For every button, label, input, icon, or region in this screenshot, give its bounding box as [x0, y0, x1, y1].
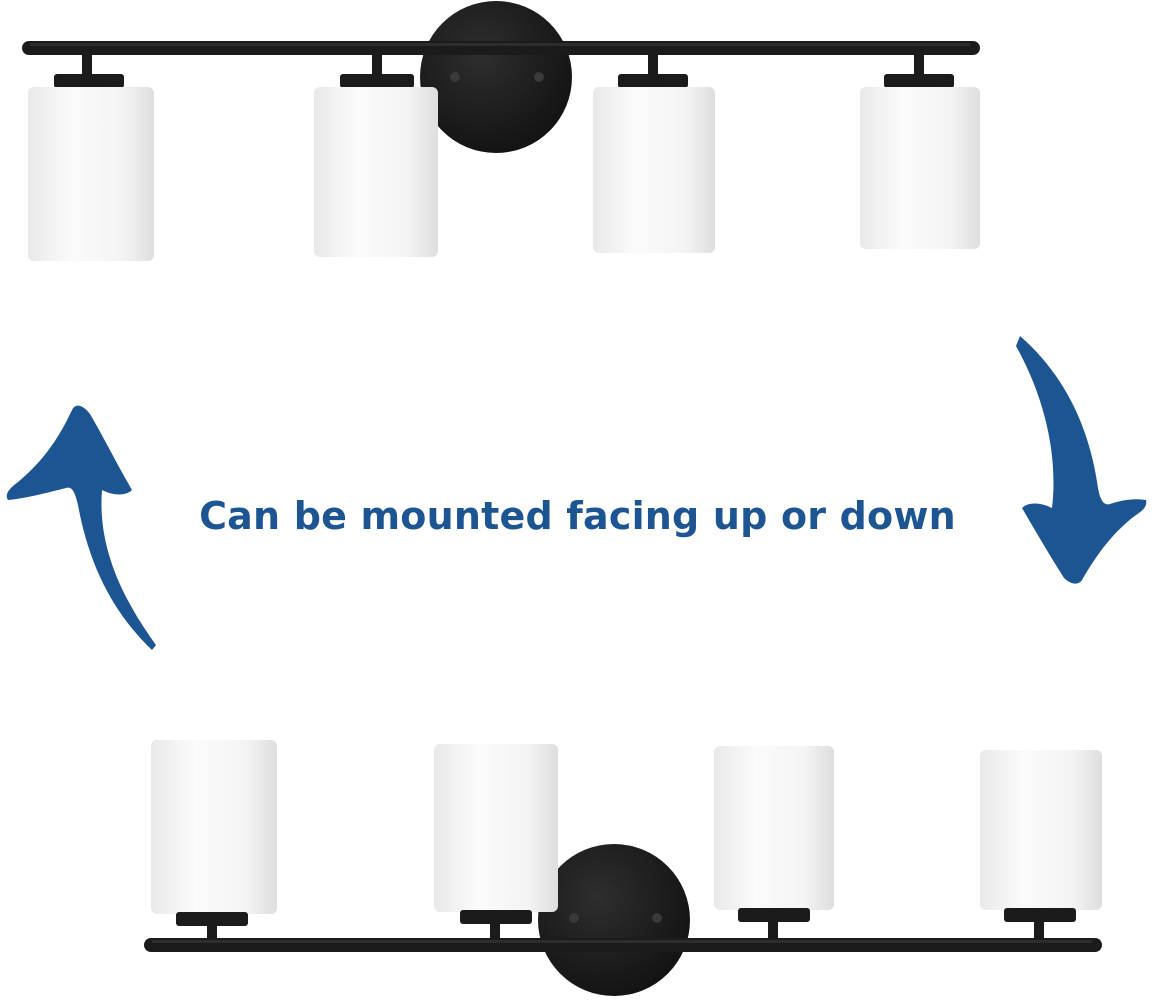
shade-4	[980, 750, 1102, 941]
shade-4	[860, 55, 980, 249]
shade-3	[714, 746, 834, 941]
wall-plate	[420, 1, 572, 153]
mounting-caption: Can be mounted facing up or down	[199, 494, 956, 538]
shade-1	[28, 55, 154, 261]
vanity-light-fixture-top	[22, 1, 980, 261]
shade-2	[434, 744, 558, 941]
shade-1	[151, 740, 277, 941]
shade-3	[593, 55, 715, 253]
shade-2	[314, 55, 438, 257]
wall-plate	[538, 844, 690, 996]
